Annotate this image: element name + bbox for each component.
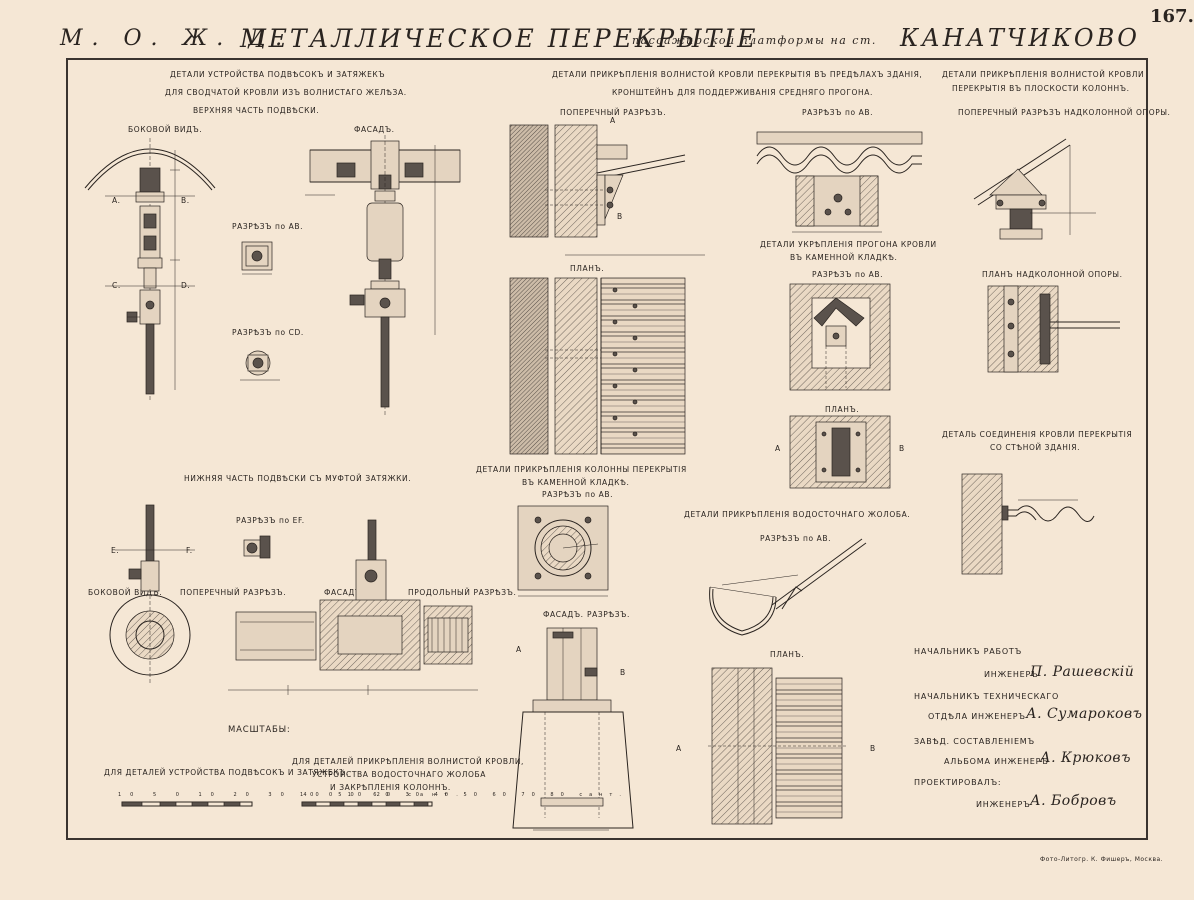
sig-4-title: ИНЖЕНЕРЪ [976, 800, 1031, 809]
cross-section-2-caption: ПОПЕРЕЧНЫЙ РАЗРѢЗЪ. [560, 108, 667, 117]
roof-title-1: ДЕТАЛИ ПРИКРѢПЛЕНІЯ ВОЛНИСТОЙ КРОВЛИ ПЕР… [552, 70, 923, 79]
label-a-bracket: A [610, 116, 616, 125]
plan-support-caption: ПЛАНЪ НАДКОЛОННОЙ ОПОРЫ. [982, 270, 1123, 279]
section-ab-3-caption: РАЗРѢЗЪ по АВ. [802, 108, 874, 117]
purlin-plan [789, 415, 891, 489]
section-ab-4-caption: РАЗРѢЗЪ по АВ. [812, 270, 884, 279]
sig-3-role: ЗАВѢД. СОСТАВЛЕНІЕМЪ [914, 737, 1035, 746]
cross-section-3-caption: ПОПЕРЕЧНЫЙ РАЗРѢЗЪ НАДКОЛОННОЙ ОПОРЫ. [958, 108, 1171, 117]
sheet-number: 167. [1150, 6, 1194, 27]
label-b-bracket: B [617, 212, 623, 221]
long-section-caption: ПРОДОЛЬНЫЙ РАЗРѢЗЪ. [408, 588, 517, 597]
label-b: B. [181, 196, 190, 205]
label-b-plan2: B [899, 444, 905, 453]
scales-heading: МАСШТАБЫ: [228, 725, 291, 735]
colroof-title-2: ПЕРЕКРЫТІЯ ВЪ ПЛОСКОСТИ КОЛОННЪ. [952, 84, 1130, 93]
label-a-plan3: A [676, 744, 682, 753]
wall-title-2: СО СТѢНОЙ ЗДАНІЯ. [990, 443, 1081, 452]
section-cd-caption: РАЗРѢЗЪ по CD. [232, 328, 304, 337]
label-d: D. [181, 281, 191, 290]
scale-2-ticks: 10 0 10 20 30 40 50 60 70 80 сант. [300, 792, 628, 798]
sig-4-name: А. Бобровъ [1030, 793, 1117, 809]
facade-caption: ФАСАДЪ. [354, 125, 395, 134]
section-ab-caption: РАЗРѢЗЪ по АВ. [232, 222, 304, 231]
cross-section-caption: ПОПЕРЕЧНЫЙ РАЗРѢЗЪ. [180, 588, 287, 597]
sig-1-title: ИНЖЕНЕРЪ [984, 670, 1039, 679]
susp-title-2: ДЛЯ СВОДЧАТОЙ КРОВЛИ ИЗЪ ВОЛНИСТАГО ЖЕЛѢ… [165, 88, 407, 97]
label-a: A. [112, 196, 121, 205]
label-c: C. [112, 281, 121, 290]
sig-2-role: НАЧАЛЬНИКЪ ТЕХНИЧЕСКАГО [914, 692, 1060, 701]
scale-1-ticks: 10 5 0 10 20 30 40 50 60 сант. [118, 792, 467, 798]
upper-suspension-side-view [84, 138, 216, 400]
plan-3-caption: ПЛАНЪ. [770, 650, 805, 659]
purlin-masonry-section [789, 283, 891, 391]
facade-2-caption: ФАСАДЪ. [324, 588, 365, 597]
column-base-section [517, 505, 609, 597]
purlin-title-2: ВЪ КАМЕННОЙ КЛАДКѢ. [790, 253, 898, 262]
plan-2-caption: ПЛАНЪ. [825, 405, 860, 414]
support-cross-section [973, 138, 1096, 240]
lower-part-caption: НИЖНЯЯ ЧАСТЬ ПОДВѢСКИ СЪ МУФТОЙ ЗАТЯЖКИ. [184, 474, 412, 483]
colroof-title-1: ДЕТАЛИ ПРИКРѢПЛЕНІЯ ВОЛНИСТОЙ КРОВЛИ [942, 70, 1145, 79]
sig-1-role: НАЧАЛЬНИКЪ РАБОТЪ [914, 647, 1023, 656]
column-facade-section [512, 627, 634, 831]
column-plan-corrugated [509, 277, 686, 455]
roof-title-2: КРОНШТЕЙНЪ ДЛЯ ПОДДЕРЖИВАНІЯ СРЕДНЯГО ПР… [612, 88, 874, 97]
drawing-frame [66, 58, 1148, 840]
sig-3-name: А. Крюковъ [1040, 750, 1131, 766]
section-cd-detail [240, 350, 280, 381]
section-3-caption: РАЗРѢЗЪ. [587, 610, 630, 619]
side-view-caption: БОКОВОЙ ВИДЪ. [128, 125, 203, 134]
turnbuckle-facade-section [228, 519, 478, 695]
header-railway-code: М. О. Ж. Д. [60, 26, 292, 51]
section-ab-5-caption: РАЗРѢЗЪ по АВ. [760, 534, 832, 543]
station-name: КАНАТЧИКОВО [900, 24, 1140, 52]
section-ef-detail [243, 535, 271, 559]
side-view-2-caption: БОКОВОЙ ВИДЪ. [88, 588, 163, 597]
upper-part-caption: ВЕРХНЯЯ ЧАСТЬ ПОДВѢСКИ. [193, 106, 320, 115]
scale-bar-1 [121, 801, 253, 807]
label-b-column: B [620, 668, 626, 677]
scale-bar-2 [301, 801, 433, 807]
support-plan [987, 285, 1120, 373]
label-f: F. [186, 546, 193, 555]
sig-3-title: АЛЬБОМА ИНЖЕНЕРЪ [944, 757, 1049, 766]
sheet-subtitle: пассажирской платформы на ст. [632, 34, 877, 47]
roof-wall-joint [961, 473, 1095, 575]
sig-2-name: А. Сумароковъ [1026, 706, 1143, 722]
sheet-title: МЕТАЛЛИЧЕСКОЕ ПЕРЕКРЫТІЕ [240, 24, 759, 53]
section-ab-detail [241, 241, 273, 275]
sig-1-name: П. Рашевскій [1030, 664, 1135, 680]
scale-1-caption: ДЛЯ ДЕТАЛЕЙ УСТРОЙСТВА ПОДВѢСОКЪ И ЗАТЯЖ… [104, 768, 349, 777]
gutter-title: ДЕТАЛИ ПРИКРѢПЛЕНІЯ ВОДОСТОЧНАГО ЖОЛОБА. [684, 510, 911, 519]
sig-2-title: ОТДѢЛА ИНЖЕНЕРЪ [928, 712, 1026, 721]
gutter-plan [708, 667, 848, 825]
susp-title-1: ДЕТАЛИ УСТРОЙСТВА ПОДВѢСОКЪ И ЗАТЯЖЕКЪ [170, 70, 386, 79]
lower-suspension-side-view [109, 504, 195, 685]
label-e: E. [111, 546, 120, 555]
upper-suspension-facade [305, 135, 461, 415]
plan-1-caption: ПЛАНЪ. [570, 264, 605, 273]
printer-imprint: Фото-Литогр. К. Фишеръ, Москва. [1040, 856, 1164, 863]
wall-title-1: ДЕТАЛЬ СОЕДИНЕНІЯ КРОВЛИ ПЕРЕКРЫТІЯ [942, 430, 1133, 439]
label-b-plan3: B [870, 744, 876, 753]
column-title-1: ДЕТАЛИ ПРИКРѢПЛЕНІЯ КОЛОННЫ ПЕРЕКРЫТІЯ [476, 465, 687, 474]
section-ef-caption: РАЗРѢЗЪ по EF. [236, 516, 305, 525]
facade-3-caption: ФАСАДЪ. [543, 610, 584, 619]
purlin-title-1: ДЕТАЛИ УКРѢПЛЕНІЯ ПРОГОНА КРОВЛИ [760, 240, 937, 249]
bracket-cross-section [509, 124, 705, 256]
label-a-plan2: A [775, 444, 781, 453]
sig-4-role: ПРОЕКТИРОВАЛЪ: [914, 778, 1002, 787]
section-ab-2-caption: РАЗРѢЗЪ по АВ. [542, 490, 614, 499]
gutter-section [709, 538, 867, 636]
scale-2-caption-b: УСТРОЙСТВА ВОДОСТОЧНАГО ЖОЛОБА [312, 770, 487, 779]
column-title-2: ВЪ КАМЕННОЙ КЛАДКѢ. [522, 478, 630, 487]
label-a-column: A [516, 645, 522, 654]
purlin-section-corrugated [756, 131, 923, 233]
scale-2-caption-c: И ЗАКРѢПЛЕНІЯ КОЛОННЪ. [330, 783, 451, 792]
scale-2-caption-a: ДЛЯ ДЕТАЛЕЙ ПРИКРѢПЛЕНІЯ ВОЛНИСТОЙ КРОВЛ… [292, 757, 525, 766]
